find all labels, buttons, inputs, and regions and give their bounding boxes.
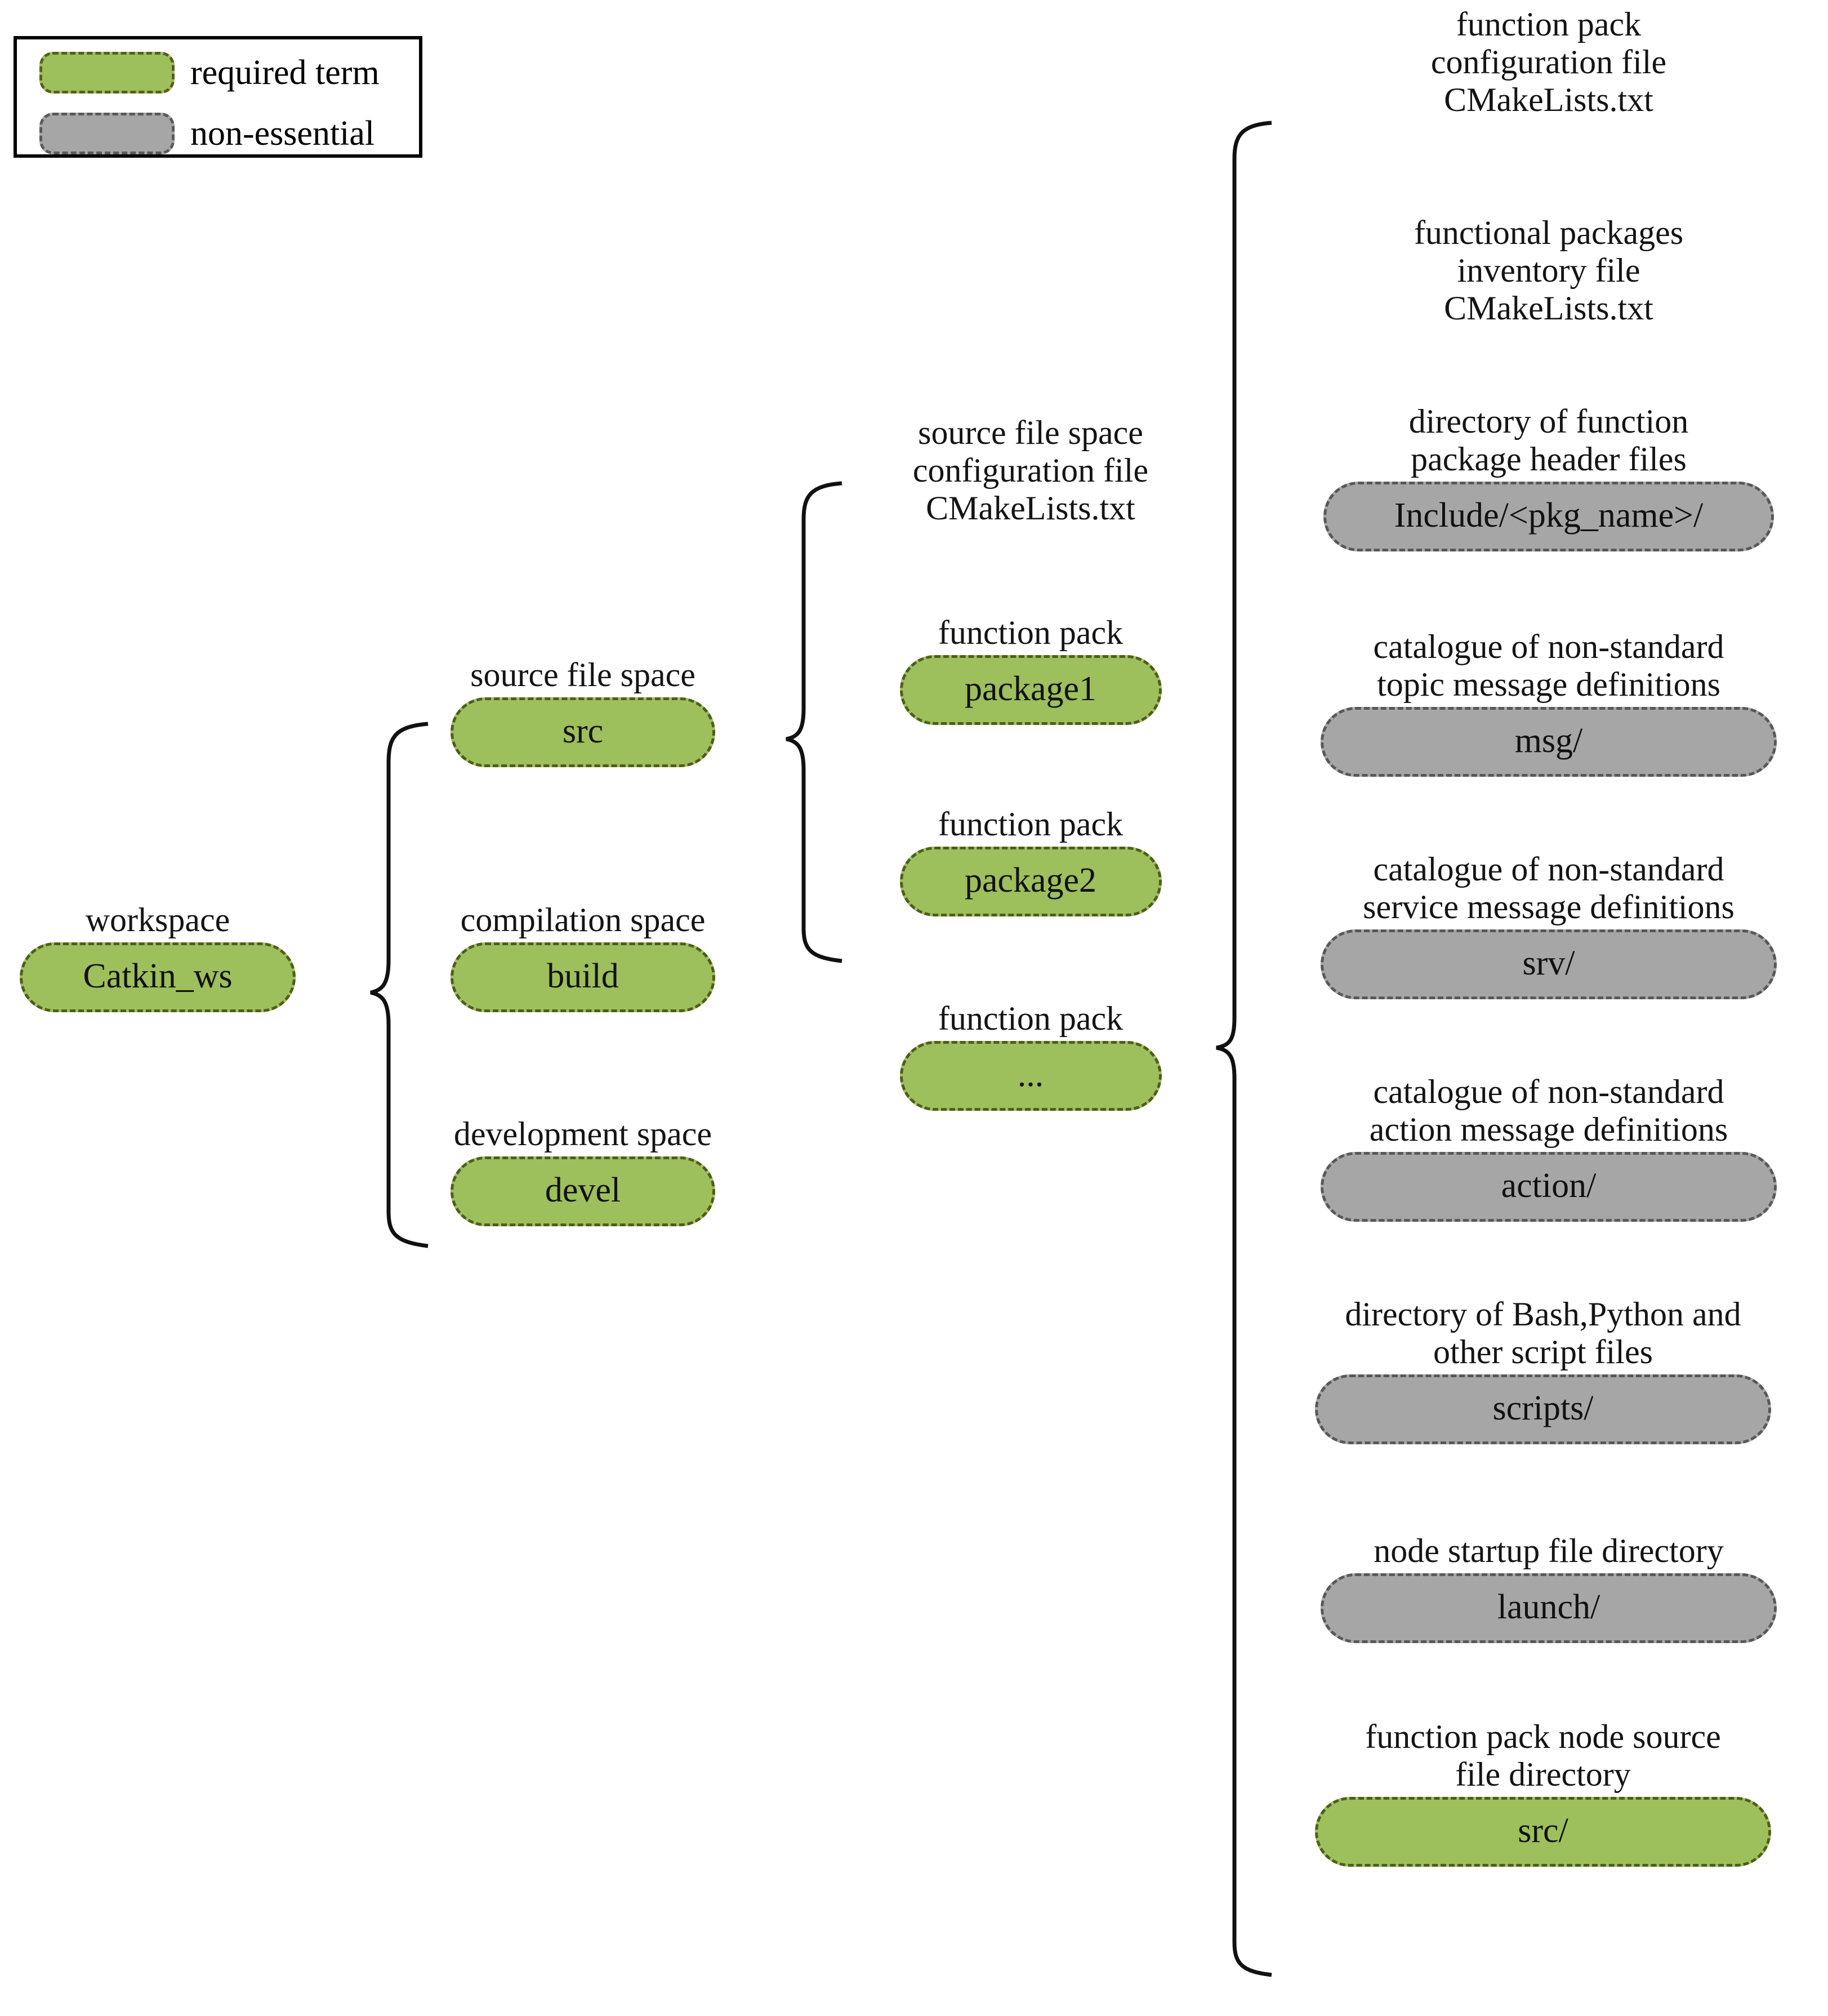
node-build-caption: compilation space [460,901,706,938]
node-include-pill[interactable]: Include/<pkg_name>/ [1323,482,1774,552]
node-build: compilation space build [439,901,726,1013]
node-package-ellipsis: function pack ... [867,1000,1194,1111]
bracket-src-to-packages [786,481,842,963]
node-catkin-ws: workspace Catkin_ws [17,901,298,1013]
node-src-pill[interactable]: src [451,697,715,768]
node-pkg-inventory: functional packages inventory file CMake… [1295,214,1802,328]
node-package1-caption: function pack [938,614,1123,651]
node-scripts-pill[interactable]: scripts/ [1315,1374,1771,1445]
legend-label-non-essential: non-essential [190,114,375,153]
node-build-pill[interactable]: build [451,942,715,1013]
node-action-caption: catalogue of non-standard action message… [1369,1073,1728,1149]
node-launch-pill[interactable]: launch/ [1321,1573,1777,1644]
node-src-cmakelists-caption: source file space configuration file CMa… [912,414,1149,527]
legend-item-non-essential: non-essential [39,113,374,154]
node-include: directory of function package header fil… [1295,403,1802,552]
node-pkg-src-pill[interactable]: src/ [1315,1797,1771,1867]
node-pkg-cmakelists: function pack configuration file CMakeLi… [1295,6,1802,119]
node-launch: node startup file directory launch/ [1290,1532,1808,1644]
node-scripts: directory of Bash,Python and other scrip… [1273,1296,1813,1445]
node-srv-pill[interactable]: srv/ [1321,929,1777,1000]
node-package2-caption: function pack [938,805,1123,843]
node-src-cmakelists: source file space configuration file CMa… [867,414,1194,528]
node-catkin-ws-pill[interactable]: Catkin_ws [20,942,296,1013]
node-msg-pill[interactable]: msg/ [1321,707,1777,777]
node-src-caption: source file space [470,656,695,693]
legend: required term non-essential [14,36,422,158]
node-msg-caption: catalogue of non-standard topic message … [1373,628,1724,704]
legend-swatch-green [39,52,175,94]
node-package1-pill[interactable]: package1 [899,655,1162,726]
node-package-ellipsis-caption: function pack [938,1000,1123,1037]
node-launch-caption: node startup file directory [1374,1532,1724,1569]
node-include-caption: directory of function package header fil… [1408,403,1689,478]
node-srv-caption: catalogue of non-standard service messag… [1363,851,1735,926]
node-package1: function pack package1 [867,614,1194,726]
node-pkg-inventory-caption: functional packages inventory file CMake… [1414,214,1684,327]
node-pkg-src: function pack node source file directory… [1273,1718,1813,1867]
legend-item-required-term: required term [39,52,380,94]
node-pkg-src-caption: function pack node source file directory [1365,1718,1721,1794]
node-scripts-caption: directory of Bash,Python and other scrip… [1345,1296,1741,1371]
node-srv: catalogue of non-standard service messag… [1290,851,1808,1000]
node-package2: function pack package2 [867,805,1194,917]
node-action: catalogue of non-standard action message… [1290,1073,1808,1222]
node-msg: catalogue of non-standard topic message … [1290,628,1808,777]
node-devel: development space devel [439,1115,726,1227]
bracket-package-to-contents [1216,121,1272,1977]
node-src: source file space src [439,656,726,768]
node-action-pill[interactable]: action/ [1321,1152,1777,1222]
bracket-workspace-to-spaces [370,722,429,1248]
node-devel-caption: development space [453,1115,712,1152]
legend-swatch-gray [39,113,175,154]
node-catkin-ws-caption: workspace [85,901,230,938]
node-package2-pill[interactable]: package2 [899,847,1162,917]
legend-label-required-term: required term [190,54,380,92]
node-package-ellipsis-pill[interactable]: ... [899,1041,1162,1111]
node-pkg-cmakelists-caption: function pack configuration file CMakeLi… [1430,6,1667,119]
node-devel-pill[interactable]: devel [451,1156,715,1227]
